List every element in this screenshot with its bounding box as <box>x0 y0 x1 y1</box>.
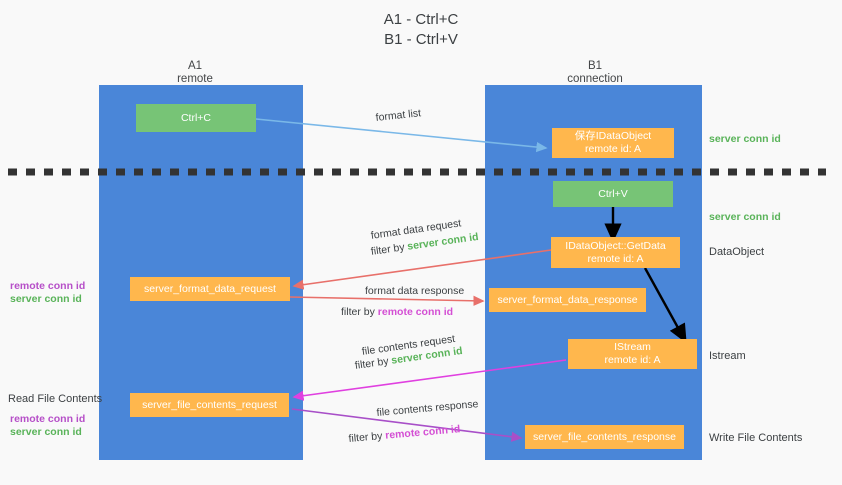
edge-filter-prefix-3: filter by <box>354 354 393 372</box>
edge-filter-prefix-1: filter by <box>370 240 409 258</box>
edge-label-format-data-response-filter: filter by remote conn id <box>341 305 453 319</box>
box-save-idataobject[interactable]: 保存IDataObject remote id: A <box>552 128 674 158</box>
box-idataobject-getdata[interactable]: IDataObject::GetData remote id: A <box>551 237 680 268</box>
box-server-file-contents-response-label: server_file_contents_response <box>532 430 676 443</box>
box-istream[interactable]: IStream remote id: A <box>568 339 697 369</box>
box-ctrl-v[interactable]: Ctrl+V <box>553 181 673 207</box>
column-header-a1-sub: remote <box>177 73 213 85</box>
label-remote-conn-id-2: remote conn id <box>10 413 86 425</box>
label-server-conn-id-mid: server conn id <box>709 211 781 223</box>
column-header-a1-name: A1 <box>187 60 203 72</box>
edge-label-format-list: format list <box>375 107 422 124</box>
label-server-conn-id-2: server conn id <box>10 426 82 438</box>
column-header-b1-name: B1 <box>587 60 603 72</box>
box-save-idataobject-line2: remote id: A <box>584 143 642 155</box>
edge-label-file-contents-response-filter: filter by remote conn id <box>348 422 461 446</box>
box-save-idataobject-line1: 保存IDataObject <box>574 130 652 142</box>
label-server-conn-id-top: server conn id <box>709 133 781 145</box>
column-header-b1: B1 connection <box>520 60 670 86</box>
edge-filter-prefix-2: filter by <box>341 306 378 318</box>
box-server-file-contents-response[interactable]: server_file_contents_response <box>525 425 684 449</box>
label-istream: Istream <box>709 350 746 362</box>
box-getdata-line2: remote id: A <box>587 252 644 265</box>
title-line-1: A1 - Ctrl+C <box>383 11 459 28</box>
label-write-file-contents: Write File Contents <box>709 432 803 444</box>
edge-label-file-contents-response: file contents response <box>376 398 479 419</box>
title-line-2: B1 - Ctrl+V <box>384 31 458 48</box>
box-istream-line1: IStream <box>614 341 651 353</box>
column-header-b1-sub: connection <box>567 73 623 85</box>
box-server-file-contents-request[interactable]: server_file_contents_request <box>130 393 289 417</box>
edge-filter-key-remote-conn-id-2: remote conn id <box>384 423 461 442</box>
box-getdata-line1: IDataObject::GetData <box>565 239 666 252</box>
box-ctrl-c[interactable]: Ctrl+C <box>136 104 256 132</box>
label-dataobject: DataObject <box>709 246 765 258</box>
edge-filter-key-remote-conn-id-1: remote conn id <box>377 306 454 318</box>
column-header-a1: A1 remote <box>120 60 270 86</box>
edge-label-format-data-response: format data response <box>365 285 465 297</box>
label-remote-conn-id-1: remote conn id <box>10 280 86 292</box>
label-read-file-contents: Read File Contents <box>8 393 103 405</box>
box-server-file-contents-request-label: server_file_contents_request <box>142 398 277 411</box>
box-server-format-data-request-label: server_format_data_request <box>144 282 276 295</box>
box-server-format-data-response[interactable]: server_format_data_response <box>489 288 646 312</box>
box-ctrl-v-label: Ctrl+V <box>598 187 628 200</box>
box-istream-line2: remote id: A <box>604 354 661 366</box>
edge-filter-prefix-4: filter by <box>348 429 386 445</box>
box-server-format-data-response-label: server_format_data_response <box>497 293 638 306</box>
label-server-conn-id-1: server conn id <box>10 293 82 305</box>
box-server-format-data-request[interactable]: server_format_data_request <box>130 277 290 301</box>
page-title: A1 - Ctrl+C B1 - Ctrl+V <box>0 10 842 50</box>
box-ctrl-c-label: Ctrl+C <box>180 111 212 124</box>
